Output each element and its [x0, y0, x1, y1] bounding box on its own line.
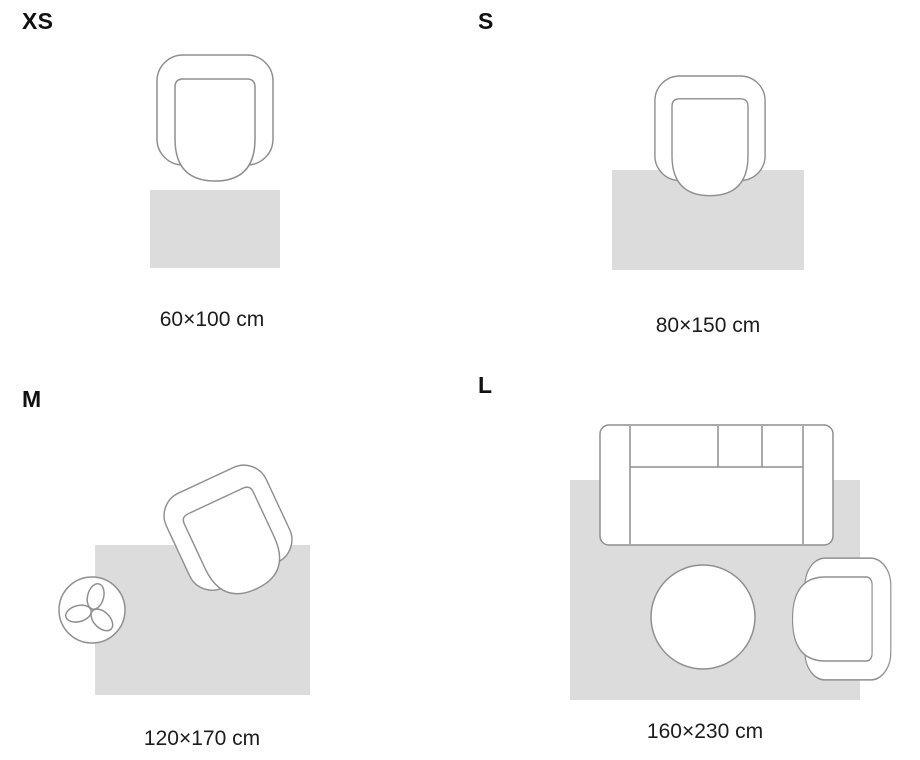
size-dimensions: 120×170 cm	[143, 727, 261, 750]
armchair-icon	[156, 54, 274, 182]
size-dimensions: 160×230 cm	[646, 720, 764, 743]
size-dimensions: 60×100 cm	[159, 308, 265, 331]
rug-shape	[150, 190, 280, 268]
size-panel-m: M 120×170 cm	[0, 380, 460, 760]
size-label: S	[478, 8, 494, 34]
armchair-icon	[654, 75, 766, 197]
coffee-table-icon	[650, 564, 756, 670]
size-xs-figure	[150, 54, 280, 268]
size-m-figure	[58, 456, 310, 695]
size-label: M	[22, 386, 42, 412]
size-label: XS	[22, 8, 54, 34]
armchair-icon	[791, 557, 892, 681]
size-panel-l: L 160×230 cm	[460, 372, 920, 760]
size-panel-s: S 80×150 cm	[460, 0, 920, 380]
size-panel-xs: XS 60×100 cm	[0, 0, 460, 380]
size-s-figure	[612, 75, 804, 270]
size-l-figure	[570, 424, 892, 700]
size-label: L	[478, 372, 493, 398]
plant-side-table-icon	[58, 576, 126, 644]
size-dimensions: 80×150 cm	[655, 314, 761, 337]
sofa-icon	[599, 424, 834, 546]
